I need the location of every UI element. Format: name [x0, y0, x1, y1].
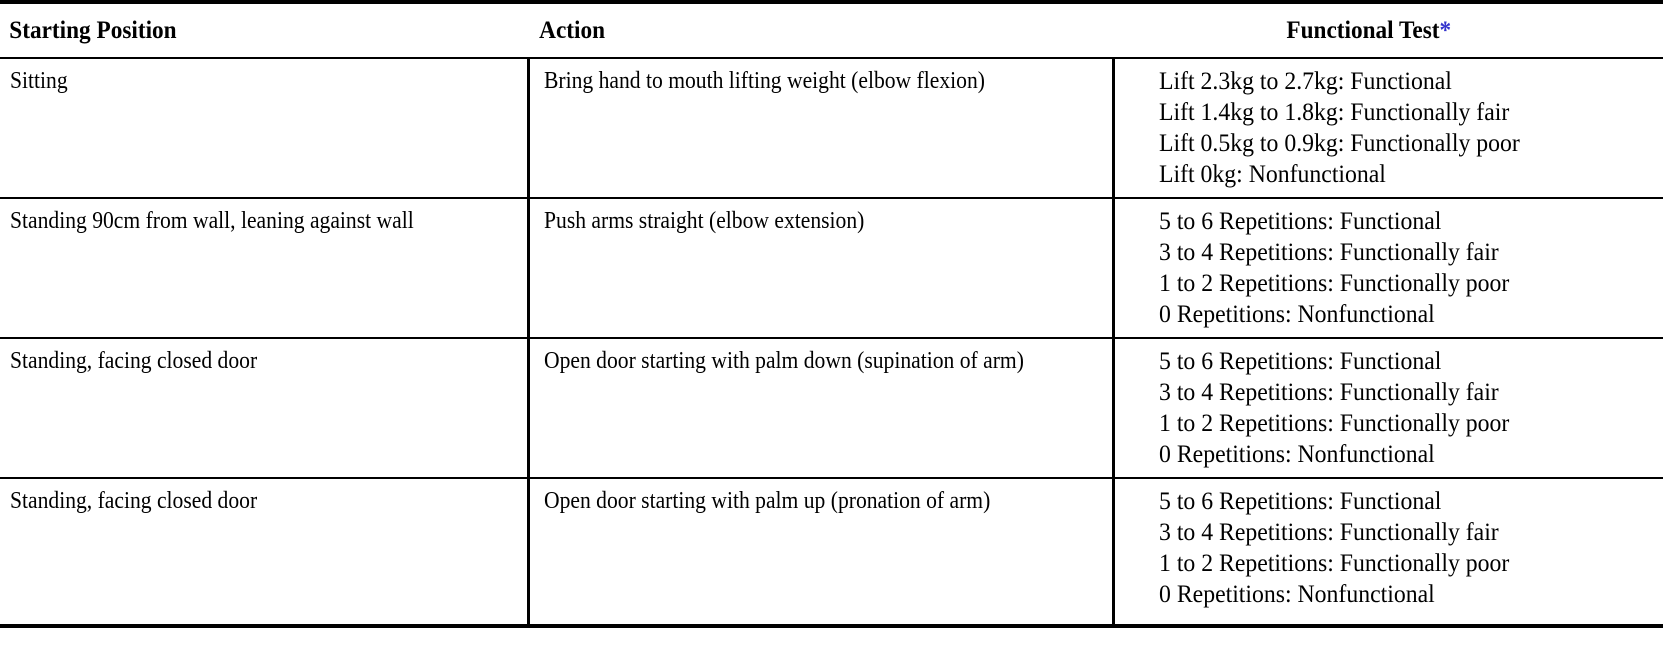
column-header-functional-test: Functional Test*	[1113, 0, 1625, 59]
functional-test-line: 0 Repetitions: Nonfunctional	[1158, 441, 1435, 468]
functional-test-table: Starting Position Action Functional Test…	[0, 0, 1663, 628]
functional-test-line: 3 to 4 Repetitions: Functionally fair	[1158, 379, 1499, 406]
column-header-functional-test-label: Functional Test	[1286, 16, 1440, 44]
footnote-marker-asterisk: *	[1439, 16, 1452, 44]
cell-functional-test: 5 to 6 Repetitions: Functional 3 to 4 Re…	[1113, 478, 1663, 628]
starting-position-text: Standing, facing closed door	[10, 348, 258, 374]
action-text: Open door starting with palm up (pronati…	[543, 488, 990, 514]
cell-action: Open door starting with palm up (pronati…	[526, 478, 1115, 628]
table-body: Sitting Bring hand to mouth lifting weig…	[0, 58, 1663, 628]
functional-test-line: 1 to 2 Repetitions: Functionally poor	[1158, 270, 1509, 297]
cell-functional-test: Lift 2.3kg to 2.7kg: Functional Lift 1.4…	[1113, 58, 1663, 199]
table-row: Standing 90cm from wall, leaning against…	[0, 198, 1663, 339]
functional-test-line: Lift 0kg: Nonfunctional	[1158, 161, 1386, 188]
functional-test-line: 0 Repetitions: Nonfunctional	[1158, 581, 1435, 608]
column-header-action-label: Action	[539, 16, 606, 44]
action-text: Push arms straight (elbow extension)	[543, 208, 864, 234]
table-header-row: Starting Position Action Functional Test…	[0, 0, 1663, 59]
table-header: Starting Position Action Functional Test…	[0, 0, 1663, 59]
table-row: Sitting Bring hand to mouth lifting weig…	[0, 58, 1663, 199]
starting-position-text: Sitting	[10, 68, 68, 94]
table-row: Standing, facing closed door Open door s…	[0, 478, 1663, 628]
cell-functional-test: 5 to 6 Repetitions: Functional 3 to 4 Re…	[1113, 338, 1663, 479]
column-header-action: Action	[528, 0, 1073, 59]
cell-functional-test: 5 to 6 Repetitions: Functional 3 to 4 Re…	[1113, 198, 1663, 339]
cell-starting-position: Standing, facing closed door	[0, 478, 528, 628]
functional-test-line: 5 to 6 Repetitions: Functional	[1158, 348, 1441, 375]
functional-test-line: 3 to 4 Repetitions: Functionally fair	[1158, 239, 1499, 266]
functional-test-line: Lift 1.4kg to 1.8kg: Functionally fair	[1158, 99, 1509, 126]
functional-test-line: 1 to 2 Repetitions: Functionally poor	[1158, 550, 1509, 577]
functional-test-line: 5 to 6 Repetitions: Functional	[1158, 208, 1441, 235]
cell-action: Open door starting with palm down (supin…	[526, 338, 1115, 479]
column-header-starting-position-label: Starting Position	[9, 16, 177, 44]
starting-position-text: Standing, facing closed door	[10, 488, 258, 514]
functional-test-line: 5 to 6 Repetitions: Functional	[1158, 488, 1441, 515]
table-row: Standing, facing closed door Open door s…	[0, 338, 1663, 479]
functional-test-line: Lift 2.3kg to 2.7kg: Functional	[1158, 68, 1452, 95]
functional-test-line: 0 Repetitions: Nonfunctional	[1158, 301, 1435, 328]
cell-action: Bring hand to mouth lifting weight (elbo…	[526, 58, 1115, 199]
cell-starting-position: Standing 90cm from wall, leaning against…	[0, 198, 528, 339]
functional-test-line: Lift 0.5kg to 0.9kg: Functionally poor	[1158, 130, 1520, 157]
action-text: Open door starting with palm down (supin…	[543, 348, 1024, 374]
functional-test-line: 3 to 4 Repetitions: Functionally fair	[1158, 519, 1499, 546]
starting-position-text: Standing 90cm from wall, leaning against…	[10, 208, 414, 234]
cell-starting-position: Sitting	[0, 58, 528, 199]
functional-test-line: 1 to 2 Repetitions: Functionally poor	[1158, 410, 1509, 437]
cell-action: Push arms straight (elbow extension)	[526, 198, 1115, 339]
action-text: Bring hand to mouth lifting weight (elbo…	[543, 68, 985, 94]
cell-starting-position: Standing, facing closed door	[0, 338, 528, 479]
column-header-starting-position: Starting Position	[0, 0, 492, 59]
